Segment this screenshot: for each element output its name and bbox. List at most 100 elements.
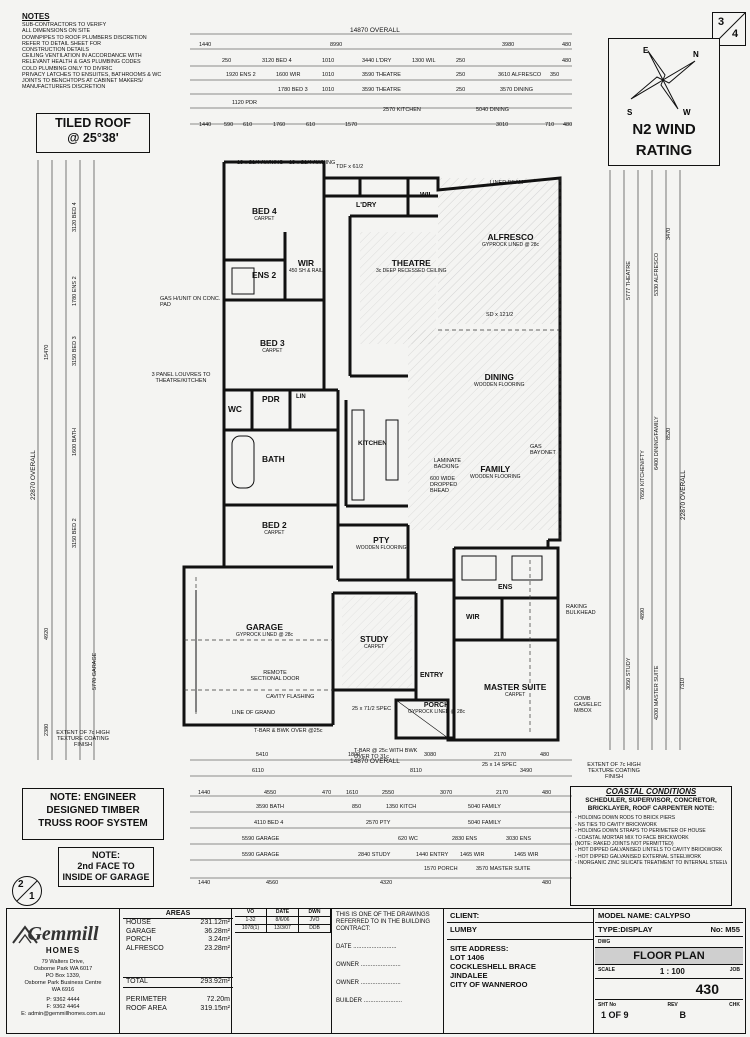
dim-label: 1440 ENTRY	[416, 852, 449, 858]
title-block: Gemmill HOMES 79 Walters Drive, Osborne …	[6, 908, 746, 1034]
dim-label: 480	[542, 880, 552, 886]
room-lin: LIN	[296, 394, 306, 400]
dim-label: 4550	[264, 790, 277, 796]
dim-label: 4320	[380, 880, 393, 886]
garage-note: NOTE: 2nd FACE TO INSIDE OF GARAGE	[58, 847, 154, 887]
client-name: LUMBY	[447, 923, 593, 940]
note-item: MANUFACTURERS DISCRETION	[22, 84, 106, 91]
wind-rating-box: N S E W N2 WIND RATING	[608, 38, 720, 166]
room-pdr: PDR	[262, 394, 280, 404]
note-item: REFER TO DETAIL SHEET FOR	[22, 40, 102, 47]
label-comb-meter: COMB GAS/ELEC M/BOX	[574, 696, 602, 714]
scale-badge: 2 1	[12, 876, 42, 906]
contract-field: OWNER ........................	[336, 962, 401, 968]
compass-icon: N S E W	[627, 46, 699, 117]
compass-e: E	[643, 46, 649, 55]
dwg-label: DWG	[595, 937, 743, 948]
roof-line1: TILED ROOF	[55, 116, 131, 130]
phone: P: 9362 4444	[46, 997, 80, 1003]
garage-note-line1: NOTE:	[92, 850, 120, 860]
dim-label: 1350 KITCH	[386, 804, 417, 810]
dim-top-overall: 14870 OVERALL	[350, 27, 400, 34]
areas-heading: AREAS	[123, 909, 233, 919]
logo-sub: HOMES	[45, 946, 81, 955]
address-line: Osborne Park WA 6017	[33, 966, 93, 972]
dim-label: 2570 KITCHEN	[383, 107, 421, 113]
label-extent-right: EXTENT OF 7c HIGH TEXTURE COATING FINISH	[587, 762, 641, 780]
wind-line2: RATING	[635, 142, 693, 159]
room-wir2: WIR	[466, 614, 480, 621]
contract-panel: THIS IS ONE OF THE DRAWINGS REFERRED TO …	[333, 909, 445, 1004]
eng-line2: DESIGNED TIMBER	[46, 805, 140, 816]
address-line: Osborne Park Business Centre	[24, 980, 102, 986]
compass-w: W	[683, 108, 691, 117]
address-line: WA 6916	[51, 987, 75, 993]
dim-label: 480	[563, 122, 573, 128]
note-item: PRIVACY LATCHES TO ENSUITES, BATHROOMS &…	[22, 71, 162, 78]
dim-label: 2170	[494, 752, 507, 758]
dim-label: 480	[540, 752, 550, 758]
wind-label: N2 WIND RATING	[609, 119, 719, 161]
coastal-item: - HOT DIPPED GALVANISED LINTELS TO CAVIT…	[575, 847, 723, 854]
coastal-sub1: SCHEDULER, SUPERVISOR, CONCRETOR,	[585, 797, 717, 805]
dim-label: 1010	[322, 87, 335, 93]
dim-label: 480	[542, 790, 552, 796]
dim-label: 5040 FAMILY	[468, 820, 501, 826]
dim-label: 3010	[496, 122, 509, 128]
note-item: COLD PLUMBING ONLY TO DIVIRIC	[22, 65, 113, 72]
dim-label: 250	[456, 87, 466, 93]
contract-column	[331, 909, 444, 1033]
roof-label: TILED ROOF @ 25°38'	[36, 113, 150, 153]
dim-label: 3590 BATH	[256, 804, 285, 810]
dim-label: 250	[456, 72, 466, 78]
wind-line1: N2 WIND	[632, 121, 696, 138]
dim-label: 610	[243, 122, 253, 128]
dim-label: 1440	[199, 42, 212, 48]
revision-column	[231, 909, 332, 1033]
address-line: PO Box 1339,	[45, 973, 81, 979]
dim-bottom-overall: 14870 OVERALL	[350, 758, 400, 765]
room-ldry: L'DRY	[356, 202, 377, 209]
email-link[interactable]: E: admin@gemmillhomes.com.au	[21, 1011, 105, 1017]
label-porch-dim: 25 x 71/2 SPEC	[352, 706, 392, 712]
dim-label: 480	[562, 42, 572, 48]
right-dim-lines	[609, 170, 681, 750]
room-entry: ENTRY	[420, 672, 444, 679]
dim-label: 3120 BED 4	[262, 58, 292, 64]
dim-label: 610	[306, 122, 316, 128]
coastal-item: - NS TIES TO CAVITY BRICKWORK	[575, 821, 657, 828]
dim-label: 8990	[330, 42, 343, 48]
dim-label: 470	[322, 790, 332, 796]
dim-label: 2550	[382, 790, 395, 796]
dim-label: 350	[550, 72, 560, 78]
dim-label: 480	[562, 58, 572, 64]
coastal-item: - HOLDING DOWN STRAPS TO PERIMETER OF HO…	[575, 828, 706, 835]
dim-label: 5040 DINING	[476, 107, 510, 113]
room-ens: ENS	[498, 584, 513, 591]
garage-note-line2: 2nd FACE TO	[77, 861, 135, 871]
logo-name: Gemmill	[27, 923, 99, 945]
dim-label: 850	[352, 804, 362, 810]
badge-top: 3	[718, 16, 725, 28]
dim-label: 1440	[199, 122, 212, 128]
logo-mark-icon	[12, 925, 38, 944]
dim-label: 3080	[424, 752, 437, 758]
site-line: LOT 1406	[450, 953, 485, 962]
dim-label: 1920 ENS 2	[226, 72, 256, 78]
model-field: MODEL NAME: CALYPSO	[595, 909, 743, 923]
